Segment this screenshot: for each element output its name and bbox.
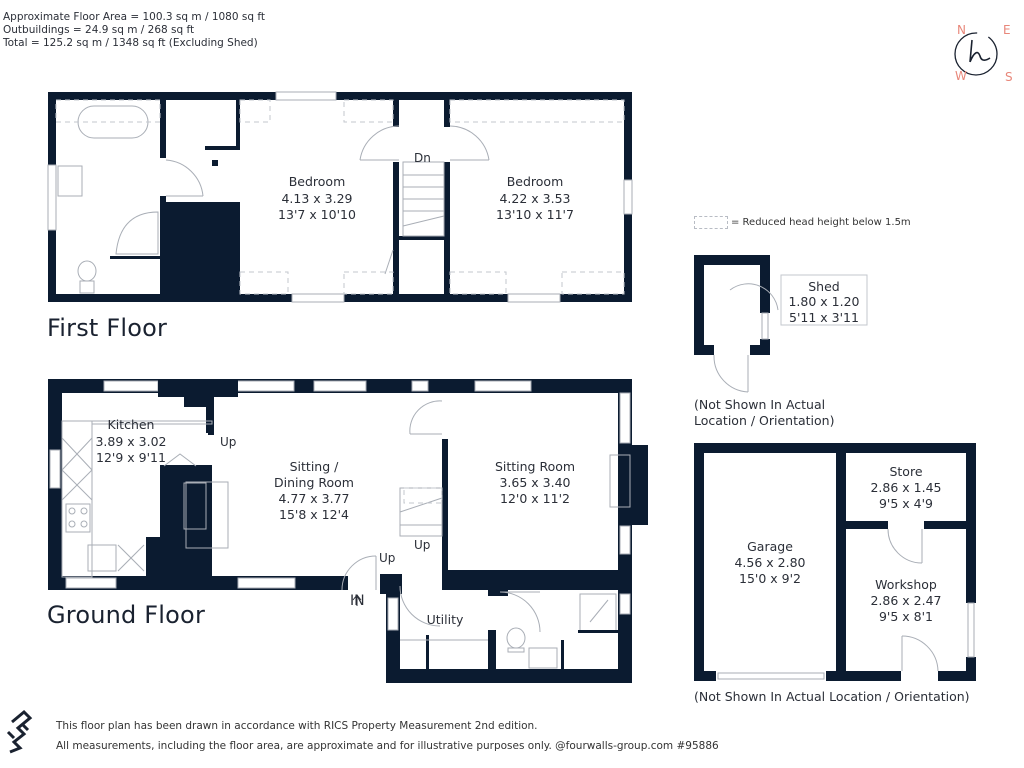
- hall-up-label: Up: [379, 551, 395, 565]
- floor-area-text: Approximate Floor Area = 100.3 sq m / 10…: [3, 11, 265, 23]
- area-summary: Approximate Floor Area = 100.3 sq m / 10…: [3, 11, 265, 50]
- entrance-label: IN: [350, 593, 365, 609]
- svg-text:2.86 x 2.47: 2.86 x 2.47: [870, 593, 941, 608]
- svg-text:3.65 x 3.40: 3.65 x 3.40: [499, 475, 570, 490]
- svg-text:13'7 x 10'10: 13'7 x 10'10: [278, 207, 356, 222]
- svg-text:15'0 x 9'2: 15'0 x 9'2: [739, 571, 801, 586]
- svg-text:Workshop: Workshop: [875, 577, 937, 592]
- shed-note-line2: Location / Orientation): [694, 413, 835, 428]
- h-signature-icon: [969, 39, 991, 63]
- outbuilding-plan: Store 2.86 x 1.45 9'5 x 4'9 Garage 4.56 …: [694, 443, 976, 681]
- fourwalls-logo-icon: [6, 709, 33, 754]
- room-bedroom-1: Bedroom 4.13 x 3.29 13'7 x 10'10: [278, 174, 356, 222]
- compass-e: E: [1003, 23, 1011, 37]
- compass-logo: N E W S: [954, 23, 1013, 84]
- svg-text:4.22 x 3.53: 4.22 x 3.53: [499, 191, 570, 206]
- room-store: Store 2.86 x 1.45 9'5 x 4'9: [870, 464, 941, 511]
- svg-text:Sitting /: Sitting /: [290, 459, 340, 474]
- svg-text:12'9 x 9'11: 12'9 x 9'11: [96, 450, 166, 465]
- entrance-arrow-icon: [352, 594, 362, 606]
- shed-imperial: 5'11 x 3'11: [789, 310, 859, 325]
- ground-floor-label: Ground Floor: [47, 601, 206, 629]
- room-sitting-room: Sitting Room 3.65 x 3.40 12'0 x 11'2: [495, 459, 575, 506]
- legend: = Reduced head height below 1.5m: [694, 216, 911, 229]
- rics-note: This floor plan has been drawn in accord…: [56, 720, 538, 732]
- stairs-down-label: Dn: [414, 151, 431, 165]
- footer-disclaimer: This floor plan has been drawn in accord…: [56, 716, 719, 756]
- shed-location-note: (Not Shown In Actual Location / Orientat…: [694, 397, 834, 429]
- shed-note-line1: (Not Shown In Actual: [694, 397, 826, 412]
- stairs-up-label: Up: [414, 538, 430, 552]
- svg-text:3.89 x 3.02: 3.89 x 3.02: [95, 434, 166, 449]
- svg-text:15'8 x 12'4: 15'8 x 12'4: [279, 507, 349, 522]
- dashed-swatch-icon: [694, 216, 728, 229]
- room-bedroom-2: Bedroom 4.22 x 3.53 13'10 x 11'7: [496, 174, 574, 222]
- svg-text:12'0 x 11'2: 12'0 x 11'2: [500, 491, 570, 506]
- svg-text:Bedroom: Bedroom: [507, 174, 564, 189]
- ground-floor-plan: Kitchen 3.89 x 3.02 12'9 x 9'11 Sitting …: [48, 379, 648, 683]
- compass-w: W: [955, 69, 967, 83]
- svg-text:Kitchen: Kitchen: [108, 417, 155, 432]
- svg-text:Dining Room: Dining Room: [274, 475, 354, 490]
- room-sitting-dining: Sitting / Dining Room 4.77 x 3.77 15'8 x…: [274, 459, 354, 522]
- first-floor-label: First Floor: [47, 314, 168, 342]
- room-garage: Garage 4.56 x 2.80 15'0 x 9'2: [734, 539, 805, 586]
- room-kitchen: Kitchen 3.89 x 3.02 12'9 x 9'11: [95, 417, 166, 465]
- svg-text:2.86 x 1.45: 2.86 x 1.45: [870, 480, 941, 495]
- svg-text:13'10 x 11'7: 13'10 x 11'7: [496, 207, 574, 222]
- svg-text:Sitting Room: Sitting Room: [495, 459, 575, 474]
- legend-text: = Reduced head height below 1.5m: [731, 217, 911, 228]
- shed-plan: Shed 1.80 x 1.20 5'11 x 3'11: [694, 255, 868, 393]
- compass-n: N: [957, 23, 966, 37]
- kitchen-stairs-up-label: Up: [220, 435, 236, 449]
- svg-text:4.56 x 2.80: 4.56 x 2.80: [734, 555, 805, 570]
- total-area-text: Total = 125.2 sq m / 1348 sq ft (Excludi…: [3, 37, 258, 49]
- measurement-disclaimer: All measurements, including the floor ar…: [56, 740, 719, 752]
- shed-name: Shed: [808, 279, 839, 294]
- outbuilding-location-note: (Not Shown In Actual Location / Orientat…: [694, 689, 970, 704]
- room-utility: Utility: [427, 612, 464, 627]
- svg-text:Store: Store: [889, 464, 922, 479]
- room-workshop: Workshop 2.86 x 2.47 9'5 x 8'1: [870, 577, 941, 624]
- first-floor-plan: Dn Bedroom 4.13 x 3.29 13'7 x 10'10 Bedr…: [47, 91, 633, 303]
- shed-metric: 1.80 x 1.20: [788, 294, 859, 309]
- compass-s: S: [1005, 70, 1013, 84]
- svg-text:Garage: Garage: [747, 539, 793, 554]
- svg-text:4.77 x 3.77: 4.77 x 3.77: [278, 491, 349, 506]
- svg-text:Bedroom: Bedroom: [289, 174, 346, 189]
- svg-text:9'5 x 4'9: 9'5 x 4'9: [879, 496, 933, 511]
- svg-text:4.13 x 3.29: 4.13 x 3.29: [281, 191, 352, 206]
- outbuildings-area-text: Outbuildings = 24.9 sq m / 268 sq ft: [3, 24, 195, 36]
- svg-text:9'5 x 8'1: 9'5 x 8'1: [879, 609, 933, 624]
